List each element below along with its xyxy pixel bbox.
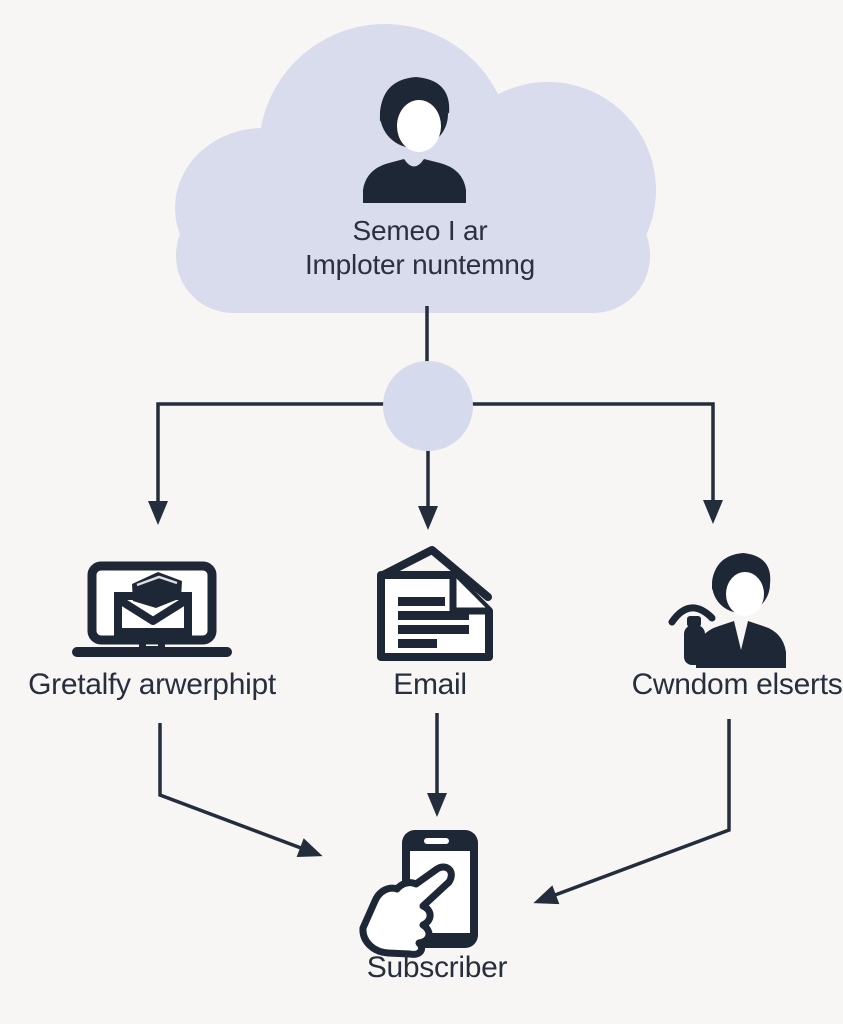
arrow-left-branch-to-subscriber — [158, 723, 323, 858]
branch-label-right: Cwndom elserts — [631, 668, 843, 701]
arrow-right-branch-to-subscriber — [533, 719, 731, 905]
pointing-hand — [359, 863, 455, 958]
junction-node — [383, 361, 473, 451]
phone-touch-icon — [359, 830, 478, 958]
branch-label-left: Gretalfy arwerphipt — [28, 668, 276, 701]
email-document-icon — [377, 546, 493, 661]
person-announcement-icon — [668, 553, 786, 668]
cloud-label-line2: Imploter nuntemng — [304, 249, 536, 280]
monitor-email-icon — [72, 561, 232, 657]
subscriber-label: Subscriber — [366, 951, 508, 984]
branch-label-center: Email — [393, 668, 467, 701]
arrow-junction-to-left-branch — [148, 402, 428, 525]
cloud-shape — [175, 24, 656, 313]
arrow-junction-to-right-branch — [428, 402, 723, 524]
user-icon — [363, 77, 466, 203]
cloud-label-line1: Semeo I ar — [352, 215, 488, 246]
